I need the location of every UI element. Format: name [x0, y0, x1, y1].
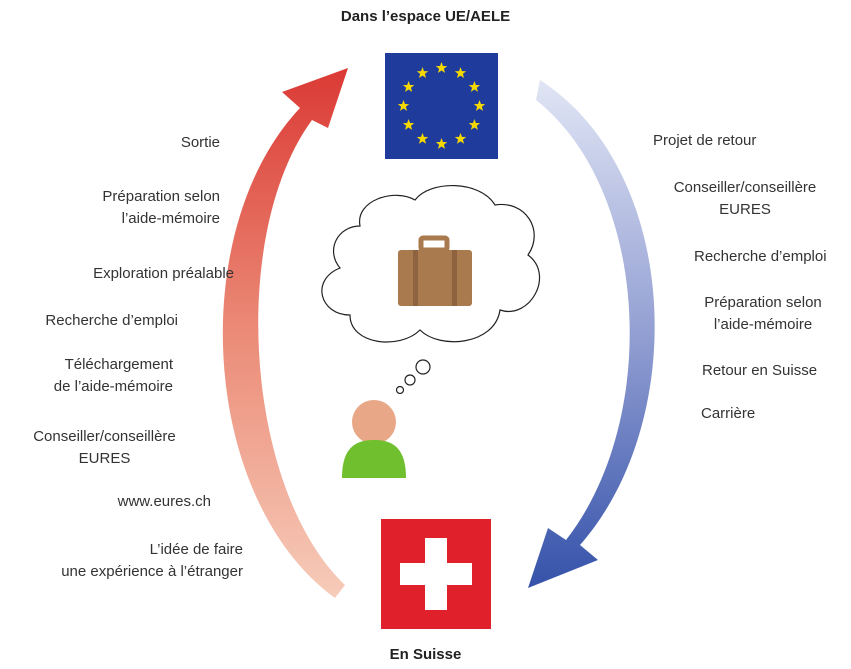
right-step: Préparation selon l’aide-mémoire: [704, 294, 822, 333]
left-step: www.eures.ch: [117, 493, 211, 510]
right-step: Projet de retour: [653, 132, 757, 149]
eu-star-icon: [454, 132, 467, 144]
right-step: Retour en Suisse: [702, 362, 818, 379]
right-step: Recherche d’emploi: [694, 248, 827, 265]
outbound-arrow: [222, 68, 348, 598]
right-step: Carrière: [701, 405, 756, 422]
top-title: Dans l’espace UE/AELE: [340, 8, 511, 25]
person-icon: [342, 400, 406, 478]
right-step: Conseiller/conseillère EURES: [673, 179, 817, 218]
suitcase-icon: [398, 235, 472, 306]
eu-star-icon: [454, 67, 467, 78]
left-step: Recherche d’emploi: [45, 312, 178, 329]
eu-star-icon: [468, 81, 481, 92]
swiss-flag-icon: [381, 519, 491, 629]
left-step: L’idée de faire une expérience à l’étran…: [61, 541, 243, 580]
bottom-title: En Suisse: [389, 646, 462, 663]
eu-star-icon: [435, 62, 448, 73]
eu-star-icon: [416, 67, 429, 78]
left-step: Exploration préalable: [93, 265, 234, 282]
eu-star-icon: [397, 100, 410, 111]
return-arrow: [528, 80, 655, 588]
left-step: Téléchargement de l’aide-mémoire: [53, 356, 173, 395]
left-step: Sortie: [180, 134, 220, 151]
eu-star-icon: [416, 132, 429, 144]
eu-star-icon: [402, 81, 415, 92]
eu-star-icon: [435, 138, 448, 149]
left-step: Conseiller/conseillère EURES: [33, 428, 176, 467]
eu-star-icon: [468, 119, 481, 130]
left-step: Préparation selon l’aide-mémoire: [102, 188, 220, 227]
eu-star-icon: [473, 100, 486, 111]
eu-star-icon: [402, 119, 415, 130]
eu-flag-icon: [385, 53, 498, 159]
